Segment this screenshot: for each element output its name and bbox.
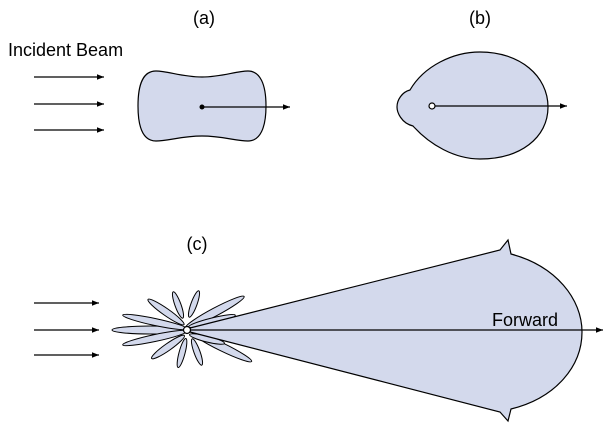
side-lobe [171, 291, 185, 319]
particle-b [428, 102, 436, 110]
panel-b-label: (b) [469, 8, 491, 28]
side-lobe [190, 338, 204, 366]
side-lobe [147, 298, 185, 326]
panel-a-label: (a) [193, 8, 215, 28]
side-lobe [150, 334, 186, 360]
incident-arrows-bottom [34, 300, 99, 358]
forward-label: Forward [492, 310, 558, 330]
incident-arrows-top [34, 74, 104, 133]
panel-c-label: (c) [187, 234, 208, 254]
incident-beam-label: Incident Beam [8, 40, 123, 60]
side-lobe [176, 337, 188, 369]
particle-c [182, 325, 192, 335]
particle-a [199, 104, 205, 110]
side-lobes-c [111, 290, 253, 369]
side-lobe [187, 290, 201, 318]
